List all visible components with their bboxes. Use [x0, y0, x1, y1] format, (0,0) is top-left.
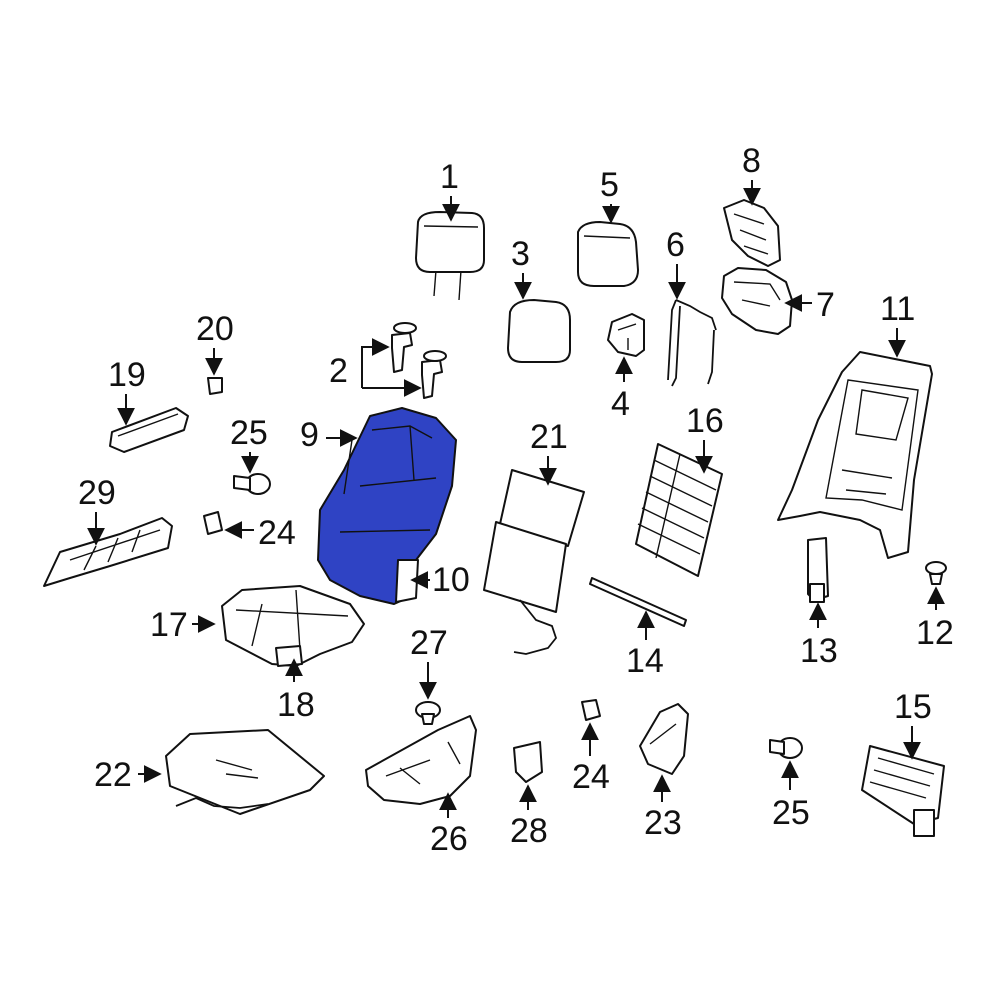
callout-11: 11	[880, 290, 915, 358]
callout-label: 1	[440, 158, 459, 196]
part-10-cover-patch[interactable]	[395, 559, 419, 603]
part-5-headrest[interactable]	[577, 221, 639, 287]
callout-1: 1	[440, 158, 460, 222]
callout-label: 24	[258, 514, 296, 552]
callout-label: 12	[916, 614, 954, 652]
part-1-headrest[interactable]	[415, 211, 485, 301]
callout-label: 16	[686, 402, 724, 440]
callout-4: 4	[611, 356, 633, 423]
part-2-headrest-guides[interactable]	[391, 322, 447, 399]
callout-label: 8	[742, 142, 761, 180]
callout-label: 20	[196, 310, 234, 348]
callout-label: 5	[600, 166, 619, 204]
callout-label: 17	[150, 606, 188, 644]
callout-label: 18	[277, 686, 315, 724]
callout-label: 24	[572, 758, 610, 796]
callout-12: 12	[916, 586, 954, 652]
part-8-trim-panel[interactable]	[723, 199, 781, 267]
part-21-heater-pad[interactable]	[483, 469, 585, 655]
callout-23: 23	[644, 774, 682, 842]
part-20-cap[interactable]	[207, 377, 223, 395]
callout-24b: 24	[572, 722, 610, 796]
callout-21: 21	[530, 418, 568, 486]
part-26-side-shield[interactable]	[365, 715, 477, 805]
part-22-cushion-heater[interactable]	[165, 729, 325, 815]
callout-label: 4	[611, 385, 630, 423]
callout-13: 13	[800, 602, 838, 670]
callout-label: 25	[772, 794, 810, 832]
callout-16: 16	[686, 402, 724, 474]
callout-label: 10	[432, 561, 470, 599]
callout-label: 15	[894, 688, 932, 726]
part-12-bolt[interactable]	[925, 561, 947, 585]
callout-19: 19	[108, 356, 146, 426]
callout-17: 17	[150, 606, 216, 644]
callout-25b: 25	[772, 760, 810, 832]
callout-label: 21	[530, 418, 568, 456]
callout-25a: 25	[230, 414, 268, 474]
callout-label: 9	[300, 416, 319, 454]
callout-label: 11	[880, 290, 915, 328]
part-15-lumbar-panel[interactable]	[861, 745, 945, 837]
callout-27: 27	[410, 624, 448, 700]
callout-15: 15	[894, 688, 932, 760]
callout-28: 28	[510, 784, 548, 850]
part-4-bracket[interactable]	[607, 313, 645, 357]
part-13-switch[interactable]	[807, 537, 829, 603]
callout-26: 26	[430, 792, 468, 858]
callout-2: 2	[329, 338, 422, 397]
part-28-trim-piece[interactable]	[513, 741, 543, 783]
part-11-back-frame[interactable]	[777, 351, 933, 559]
part-27-fastener[interactable]	[415, 701, 441, 725]
part-16-spring-mat[interactable]	[635, 443, 723, 577]
part-24-clip-a[interactable]	[203, 511, 223, 535]
part-23-trim-cover[interactable]	[639, 703, 689, 775]
callout-label: 28	[510, 812, 548, 850]
callout-label: 6	[666, 226, 685, 264]
callout-22: 22	[94, 756, 162, 794]
callout-label: 13	[800, 632, 838, 670]
part-24-clip-b[interactable]	[581, 699, 601, 721]
callout-label: 25	[230, 414, 268, 452]
callout-3: 3	[511, 235, 532, 300]
callout-label: 7	[816, 286, 835, 324]
callout-label: 23	[644, 804, 682, 842]
callout-8: 8	[742, 142, 761, 206]
callout-label: 29	[78, 474, 116, 512]
callout-24a: 24	[224, 514, 296, 552]
callout-10: 10	[410, 561, 470, 599]
callout-20: 20	[196, 310, 234, 376]
part-14-rod[interactable]	[589, 577, 687, 627]
part-17-seat-cushion[interactable]	[221, 585, 365, 667]
part-25-bolt-a[interactable]	[233, 473, 271, 495]
callout-label: 2	[329, 352, 348, 390]
part-25-bolt-b[interactable]	[769, 737, 803, 759]
callout-label: 26	[430, 820, 468, 858]
part-7-side-cover[interactable]	[721, 267, 793, 335]
callout-14: 14	[626, 610, 664, 680]
part-19-armrest[interactable]	[109, 407, 189, 453]
part-29-side-panel[interactable]	[43, 517, 173, 587]
part-6-lumbar-frame[interactable]	[667, 299, 717, 387]
callout-5: 5	[600, 166, 620, 224]
part-3-headrest-pad[interactable]	[507, 299, 571, 363]
callout-label: 27	[410, 624, 448, 662]
callout-7: 7	[784, 286, 835, 324]
part-18-cushion-pad[interactable]	[275, 645, 303, 667]
callout-6: 6	[666, 226, 686, 300]
callout-label: 3	[511, 235, 530, 273]
callout-9: 9	[300, 416, 358, 454]
callout-29: 29	[78, 474, 116, 546]
callout-label: 14	[626, 642, 664, 680]
callout-18: 18	[277, 658, 315, 724]
callout-label: 19	[108, 356, 146, 394]
callout-label: 22	[94, 756, 132, 794]
